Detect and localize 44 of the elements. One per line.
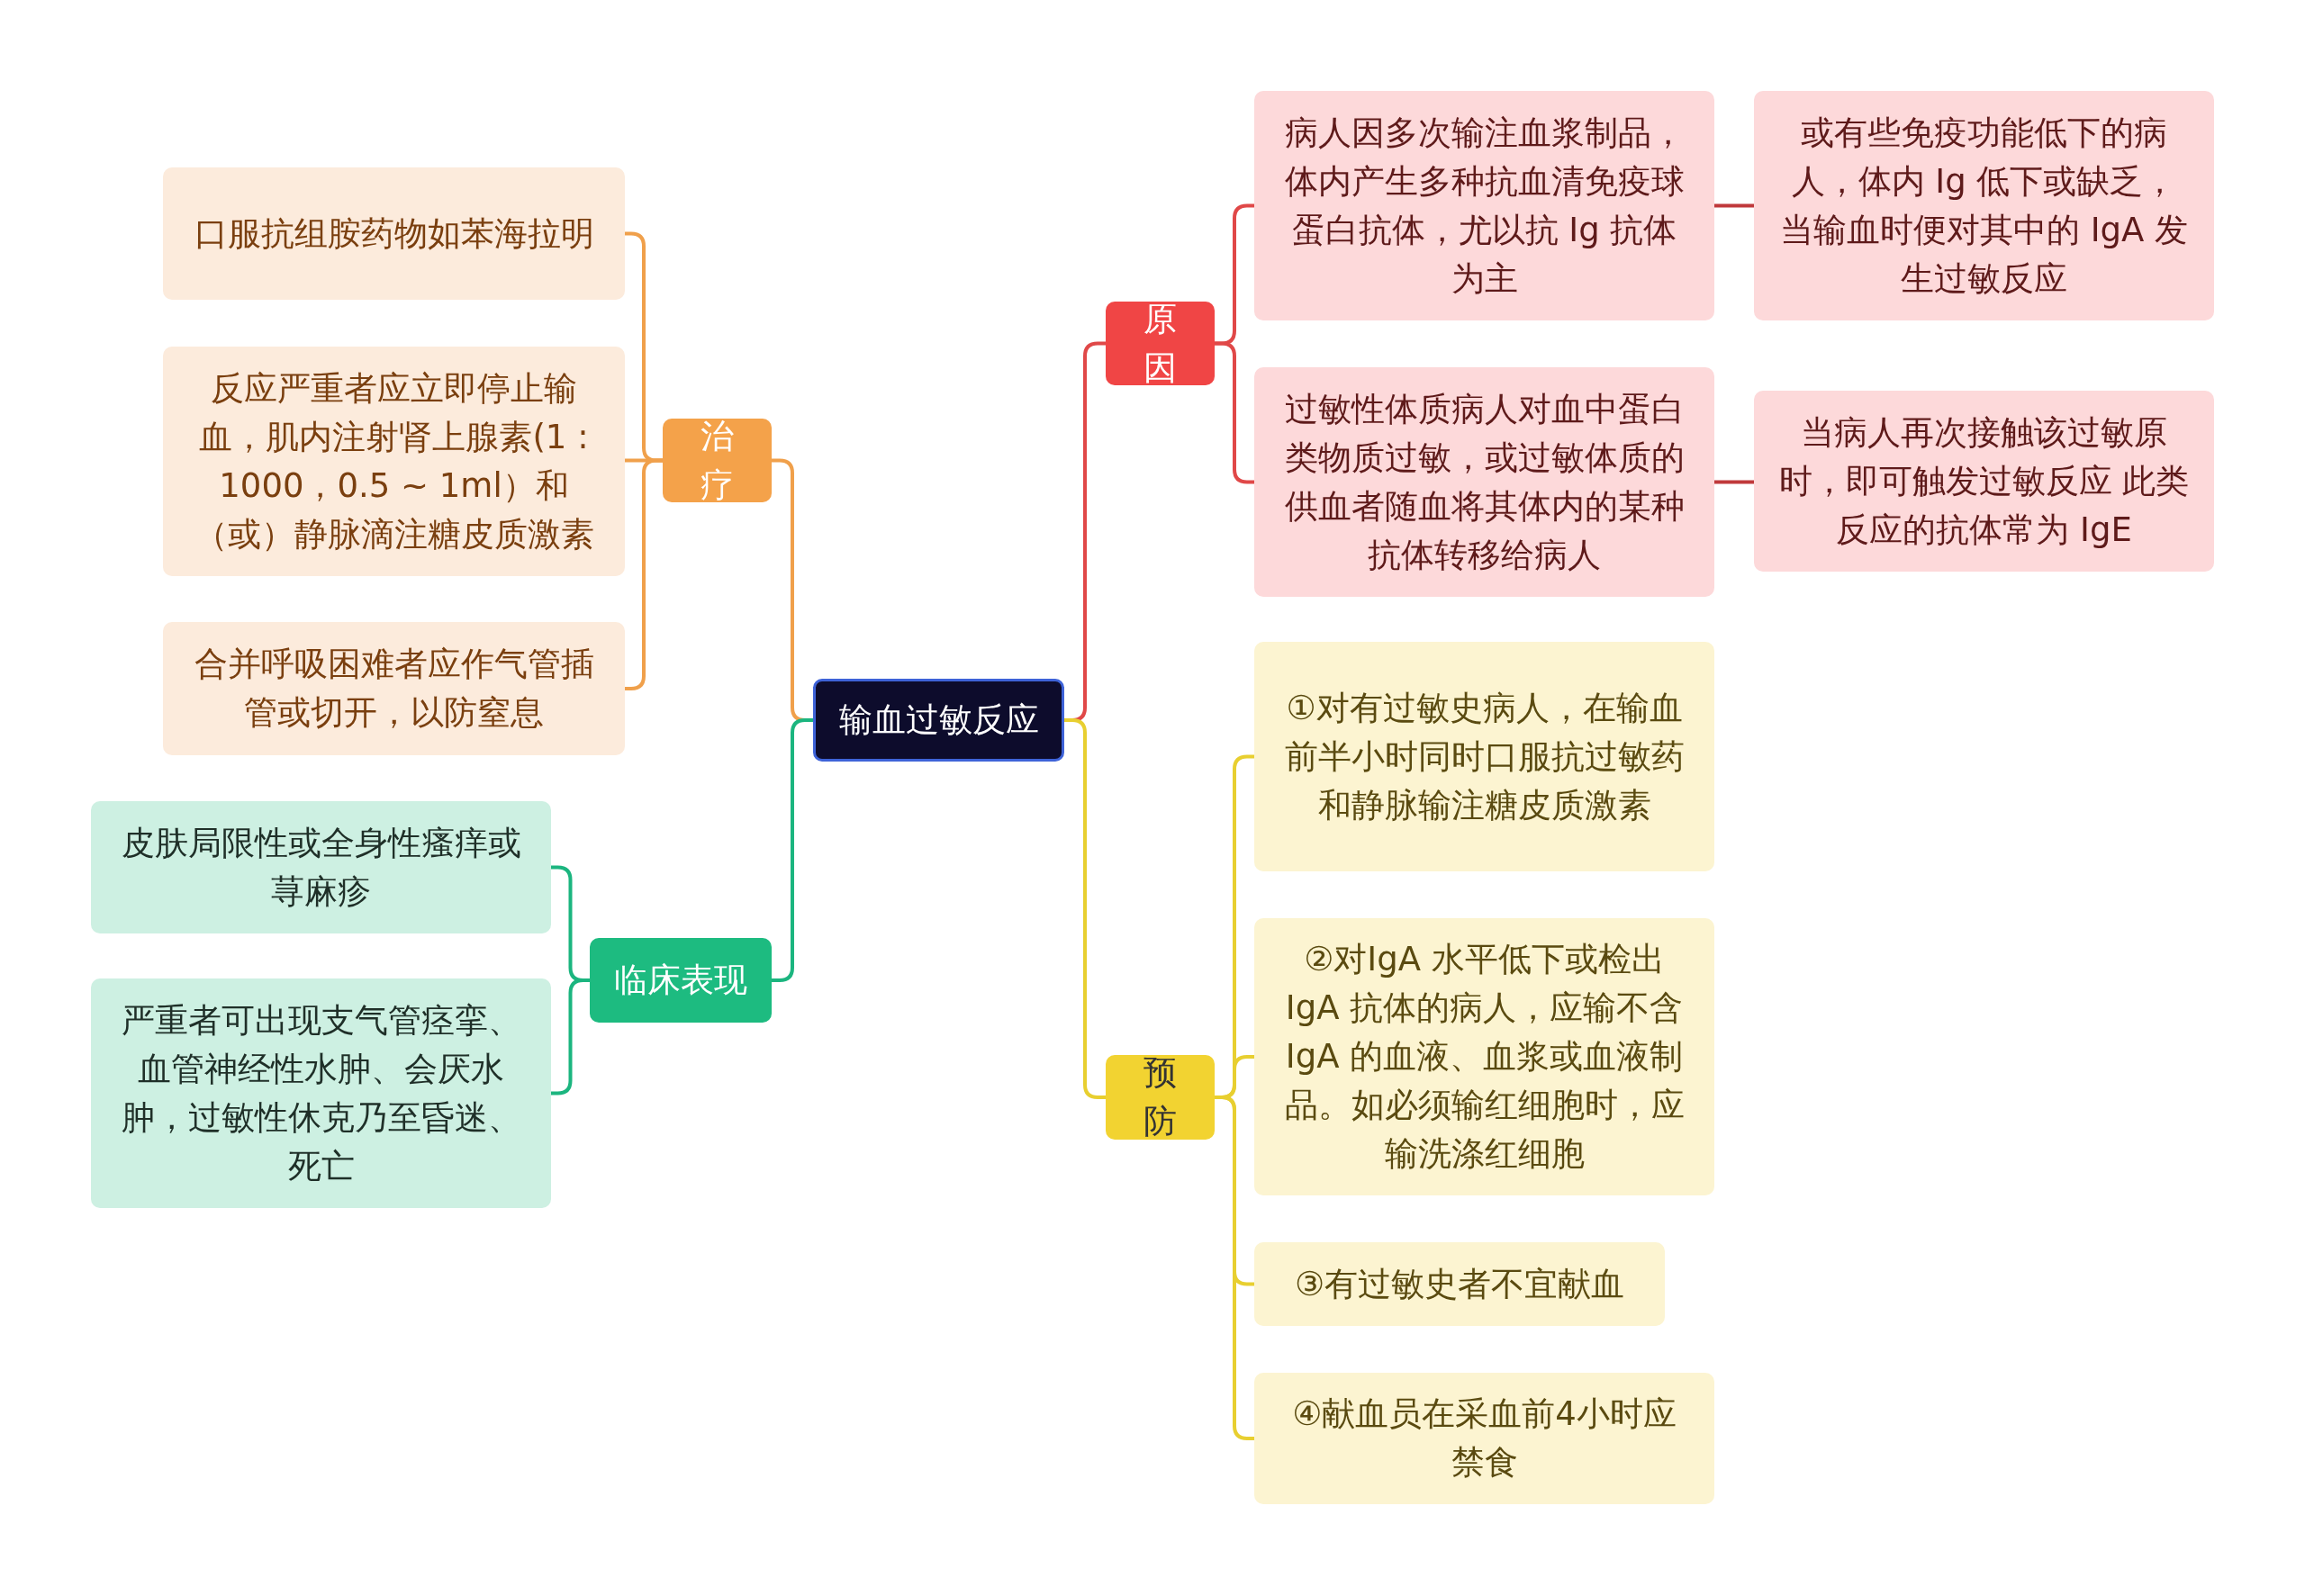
subtopic-text: ④献血员在采血前4小时应禁食 bbox=[1291, 1393, 1677, 1483]
subtopic-text: 当病人再次接触该过敏原时，即可触发过敏反应 此类反应的抗体常为 IgE bbox=[1777, 411, 2191, 551]
subtopic-box bbox=[1754, 391, 2214, 572]
subtopic-box bbox=[163, 167, 625, 300]
subtopic-box bbox=[1254, 642, 1714, 871]
branch-topic-box bbox=[663, 419, 772, 502]
subtopic-text: 严重者可出现支气管痉挛、血管神经性水肿、会厌水肿，过敏性休克乃至昏迷、死亡 bbox=[120, 999, 522, 1187]
connector-line bbox=[1215, 1096, 1254, 1440]
subtopic-box bbox=[1254, 1373, 1714, 1504]
connector-line bbox=[1215, 341, 1254, 484]
subtopic-text: 病人因多次输注血浆制品，体内产生多种抗血清免疫球蛋白抗体，尤以抗 Ig 抗体为主 bbox=[1283, 112, 1686, 300]
subtopic-box bbox=[1254, 367, 1714, 597]
branch-topic-text: 治疗 bbox=[700, 415, 735, 506]
subtopic-text: ①对有过敏史病人，在输血前半小时同时口服抗过敏药和静脉输注糖皮质激素 bbox=[1283, 687, 1686, 826]
subtopic-text: ③有过敏史者不宜献血 bbox=[1294, 1263, 1625, 1305]
subtopic-box bbox=[1254, 918, 1714, 1195]
connector-line bbox=[772, 718, 813, 982]
subtopic-box bbox=[1254, 91, 1714, 320]
central-topic-text: 输血过敏反应 bbox=[838, 699, 1039, 741]
connector-line bbox=[551, 978, 590, 1096]
branch-topic-text: 临床表现 bbox=[614, 960, 747, 1001]
subtopic-text: 过敏性体质病人对血中蛋白类物质过敏，或过敏体质的供血者随血将其体内的某种抗体转移给病人 bbox=[1283, 388, 1686, 576]
branch-topic-text: 预防 bbox=[1143, 1052, 1178, 1142]
subtopic-text: 或有些免疫功能低下的病人，体内 Ig 低下或缺乏，当输血时便对其中的 IgA 发生过敏反应 bbox=[1778, 112, 2190, 300]
branch-topic-box bbox=[1106, 302, 1215, 385]
subtopic-text: 口服抗组胺药物如苯海拉明 bbox=[194, 212, 594, 255]
subtopic-box bbox=[91, 978, 551, 1208]
subtopic-text: 皮肤局限性或全身性瘙痒或荨麻疹 bbox=[120, 822, 522, 913]
connector-line bbox=[1064, 718, 1106, 1099]
connector-line bbox=[1714, 203, 1754, 208]
branch-topic-box bbox=[590, 938, 772, 1023]
subtopic-box bbox=[163, 347, 625, 576]
subtopic-text: 反应严重者应立即停止输血，肌内注射肾上腺素(1 : 1000，0.5 ~ 1ml）和（或）静脉滴注糖皮质激素 bbox=[193, 367, 595, 555]
subtopic-text: 合并呼吸困难者应作气管插管或切开，以防窒息 bbox=[193, 644, 595, 734]
branch-topic-text: 原因 bbox=[1143, 298, 1178, 389]
subtopic-box bbox=[91, 801, 551, 933]
branch-topic-box bbox=[1106, 1055, 1215, 1140]
subtopic-box bbox=[163, 622, 625, 755]
connector-line bbox=[1714, 480, 1754, 484]
subtopic-box bbox=[1754, 91, 2214, 320]
subtopic-text: ②对IgA 水平低下或检出 IgA 抗体的病人，应输不含 IgA 的血液、血浆或血液制品。如必须输红细胞时，应输洗涤红细胞 bbox=[1283, 939, 1686, 1175]
subtopic-box bbox=[1254, 1242, 1665, 1326]
connector-line bbox=[625, 458, 663, 690]
central-topic-box bbox=[813, 679, 1064, 762]
